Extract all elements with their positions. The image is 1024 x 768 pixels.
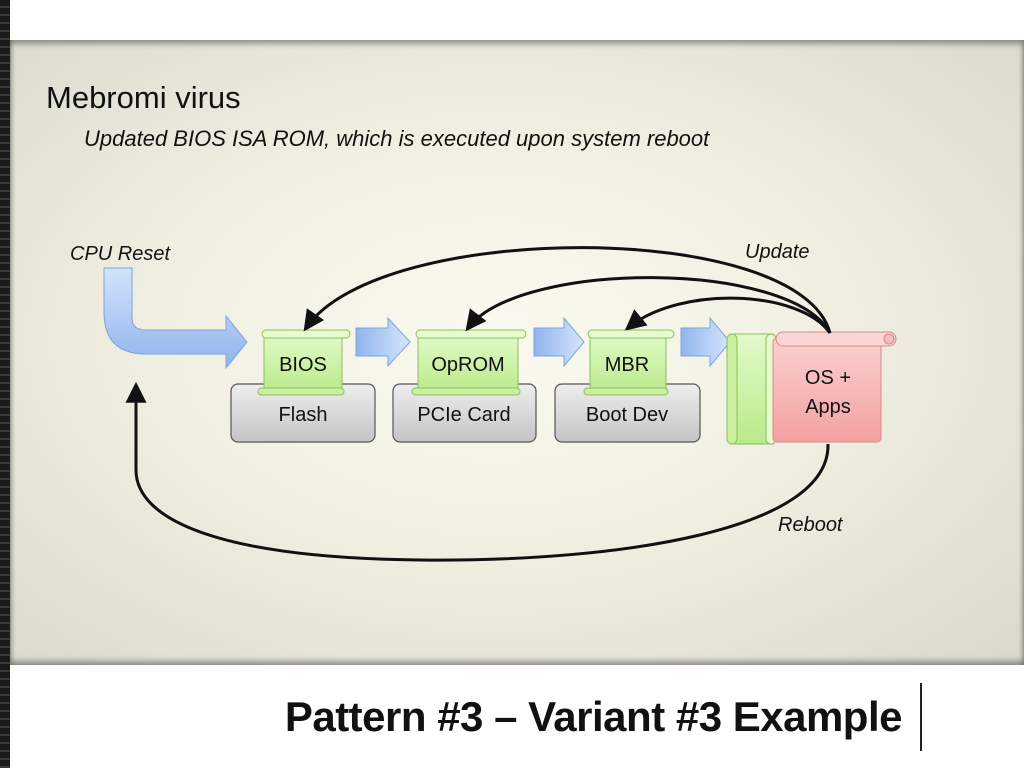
update-arrow-bios <box>303 246 832 334</box>
flow-arrow-2 <box>533 316 585 368</box>
update-arrow-mbr <box>624 296 832 334</box>
slide-subheading: Updated BIOS ISA ROM, which is executed … <box>84 126 710 151</box>
update-label: Update <box>745 241 810 263</box>
boot-dev-label: Boot Dev <box>586 404 668 426</box>
top-band <box>10 0 1024 40</box>
bios-scroll <box>257 329 351 396</box>
flow-arrow-1 <box>355 316 411 368</box>
mbr-scroll <box>583 329 675 396</box>
update-arrow-oprom <box>465 276 832 334</box>
pcie-card-label: PCIe Card <box>417 404 510 426</box>
cpu-reset-label: CPU Reset <box>70 243 171 265</box>
oprom-label: OpROM <box>431 354 504 376</box>
os-apps-scroll <box>772 331 897 443</box>
footer-divider <box>920 683 922 751</box>
bios-label: BIOS <box>279 354 327 376</box>
flow-arrow-3 <box>680 316 731 368</box>
left-edge-strip <box>0 0 10 768</box>
slide-heading: Mebromi virus <box>46 80 241 115</box>
reboot-arrow <box>125 381 830 562</box>
mbr-label: MBR <box>605 354 649 376</box>
footer-band <box>10 665 1024 768</box>
cpu-reset-arrow <box>103 267 248 370</box>
flash-label: Flash <box>279 404 328 426</box>
oprom-scroll <box>411 329 527 396</box>
rolled-scroll <box>726 333 777 445</box>
os-apps-label-line1: OS + <box>805 367 851 389</box>
reboot-label: Reboot <box>778 514 844 536</box>
os-apps-label-line2: Apps <box>805 396 851 418</box>
slide-title: Pattern #3 – Variant #3 Example <box>284 693 903 740</box>
